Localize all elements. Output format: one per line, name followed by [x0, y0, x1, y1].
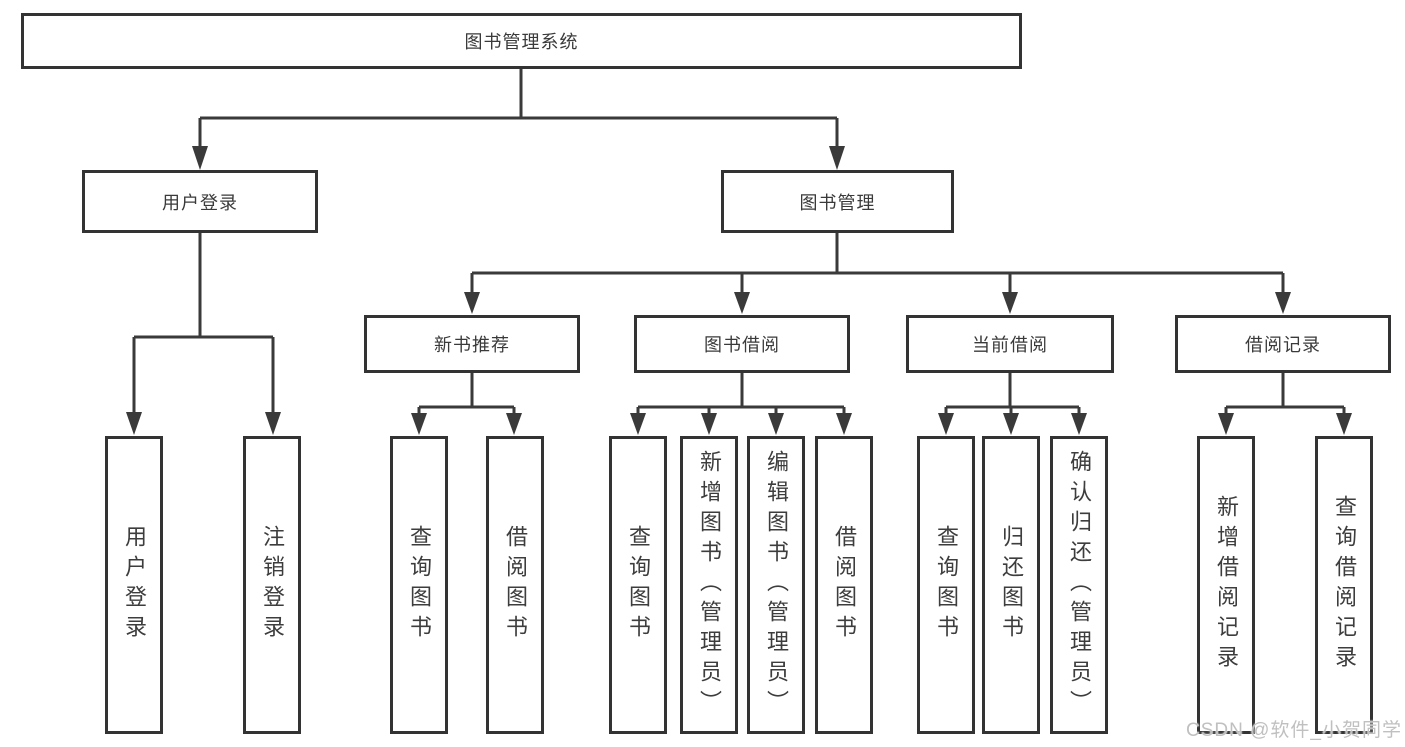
leaf-add-borrow-record-label: 新增借阅记录	[1214, 495, 1239, 675]
node-book-borrowing: 图书借阅	[634, 315, 850, 373]
node-root-system: 图书管理系统	[21, 13, 1022, 69]
leaf-confirm-return-admin: 确认归还（管理员）	[1050, 436, 1108, 734]
node-borrow-records-label: 借阅记录	[1245, 335, 1321, 355]
leaf-add-borrow-record: 新增借阅记录	[1197, 436, 1255, 734]
node-new-book-recommend-label: 新书推荐	[434, 335, 510, 355]
node-user-login-label: 用户登录	[162, 192, 238, 213]
leaf-return-books: 归还图书	[982, 436, 1040, 734]
leaf-borrow-books: 借阅图书	[815, 436, 873, 734]
leaf-logout-label: 注销登录	[260, 525, 285, 645]
connector-root-to-level2	[198, 69, 839, 148]
node-user-login: 用户登录	[82, 170, 318, 233]
node-new-book-recommend: 新书推荐	[364, 315, 580, 373]
leaf-borrow-books-recommend: 借阅图书	[486, 436, 544, 734]
leaf-return-books-label: 归还图书	[999, 525, 1024, 645]
leaf-borrow-books-recommend-label: 借阅图书	[503, 525, 528, 645]
connector-cur-borrow-children	[944, 373, 1081, 416]
leaf-query-books-borrowing-label: 查询图书	[626, 525, 651, 645]
node-borrow-records: 借阅记录	[1175, 315, 1391, 373]
leaf-query-books-recommend: 查询图书	[390, 436, 448, 734]
connector-book-borrow-children	[636, 373, 846, 416]
leaf-query-borrow-record: 查询借阅记录	[1315, 436, 1373, 734]
connector-user-login-children	[132, 233, 275, 414]
connector-new-book-children	[417, 373, 516, 416]
leaf-logout: 注销登录	[243, 436, 301, 734]
leaf-query-books-current: 查询图书	[917, 436, 975, 734]
connector-borrow-rec-children	[1224, 373, 1346, 416]
leaf-confirm-return-admin-label: 确认归还（管理员）	[1067, 450, 1092, 720]
leaf-edit-books-admin-label: 编辑图书（管理员）	[764, 450, 789, 720]
leaf-user-login-label: 用户登录	[122, 525, 147, 645]
node-book-management-label: 图书管理	[799, 192, 876, 213]
node-current-borrowing-label: 当前借阅	[972, 335, 1048, 355]
leaf-query-books-current-label: 查询图书	[934, 525, 959, 645]
node-current-borrowing: 当前借阅	[906, 315, 1114, 373]
connector-book-mgmt-children	[470, 233, 1285, 294]
leaf-query-borrow-record-label: 查询借阅记录	[1332, 495, 1357, 675]
leaf-add-books-admin-label: 新增图书（管理员）	[697, 450, 722, 720]
leaf-query-books-borrowing: 查询图书	[609, 436, 667, 734]
node-root-label: 图书管理系统	[464, 32, 579, 52]
leaf-user-login: 用户登录	[105, 436, 163, 734]
leaf-borrow-books-label: 借阅图书	[832, 525, 857, 645]
node-book-management: 图书管理	[721, 170, 954, 233]
node-book-borrowing-label: 图书借阅	[704, 335, 780, 355]
leaf-query-books-recommend-label: 查询图书	[407, 525, 432, 645]
csdn-watermark: CSDN @软件_小贺同学	[1186, 720, 1402, 741]
leaf-edit-books-admin: 编辑图书（管理员）	[747, 436, 805, 734]
leaf-add-books-admin: 新增图书（管理员）	[680, 436, 738, 734]
arrowheads	[126, 146, 1352, 435]
